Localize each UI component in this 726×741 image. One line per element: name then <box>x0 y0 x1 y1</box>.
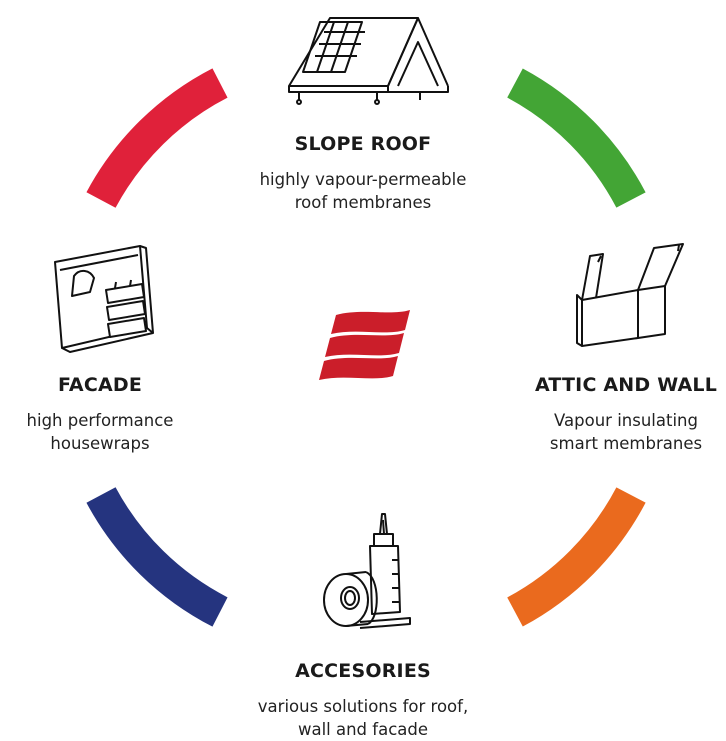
facade-desc-line1: high performance <box>26 411 174 430</box>
slope-roof-description: highly vapour-permeable roof membranes <box>213 168 513 214</box>
roof-with-solar-panels-icon <box>288 17 449 105</box>
accessories-description: various solutions for roof, wall and fac… <box>213 695 513 741</box>
facade-description: high performance housewraps <box>0 409 200 455</box>
slope-roof-section: SLOPE ROOF highly vapour-permeable roof … <box>213 132 513 214</box>
attic-wall-description: Vapour insulating smart membranes <box>526 409 726 455</box>
ring-segment-slope-roof <box>86 68 228 208</box>
accessories-title: ACCESORIES <box>295 660 431 682</box>
accessories-desc-line1: various solutions for roof, <box>257 697 469 716</box>
attic-wall-desc-line1: Vapour insulating <box>554 411 698 430</box>
slope-roof-desc-line1: highly vapour-permeable <box>259 170 467 189</box>
accessories-desc-line2: wall and facade <box>297 720 429 739</box>
attic-wall-icon <box>576 243 684 347</box>
facade-desc-line2: housewraps <box>50 434 150 453</box>
tape-and-sealant-icon <box>323 513 411 629</box>
attic-wall-section: ATTIC AND WALL Vapour insulating smart m… <box>526 373 726 455</box>
attic-wall-title: ATTIC AND WALL <box>534 374 718 396</box>
facade-title: FACADE <box>57 374 143 396</box>
ring-segment-facade <box>86 487 228 627</box>
attic-wall-desc-line2: smart membranes <box>549 434 703 453</box>
brand-logo-icon <box>319 310 410 380</box>
ring-segment-accessories <box>507 487 646 627</box>
ring-segment-attic <box>507 68 646 208</box>
accessories-section: ACCESORIES various solutions for roof, w… <box>213 659 513 741</box>
facade-section: FACADE high performance housewraps <box>0 373 200 455</box>
facade-panel-icon <box>54 245 154 353</box>
slope-roof-desc-line2: roof membranes <box>294 193 432 212</box>
slope-roof-title: SLOPE ROOF <box>294 133 432 155</box>
